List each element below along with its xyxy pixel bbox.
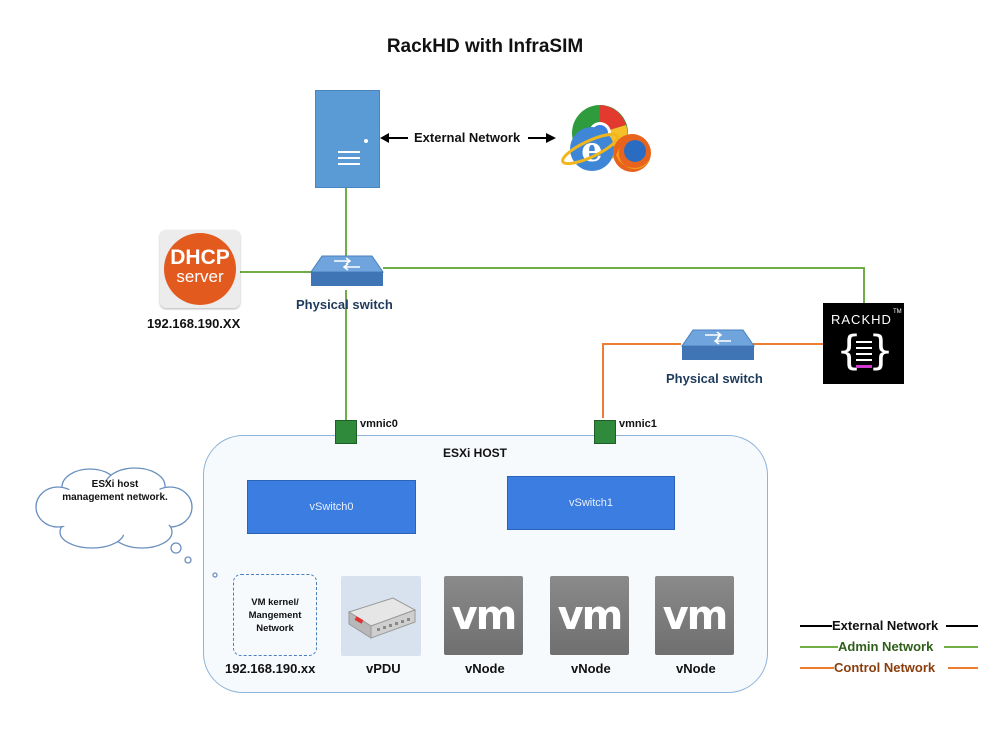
diagram-title: RackHD with InfraSIM [386,36,584,57]
vm-icon: vm [550,576,629,655]
vswitch1: vSwitch1 [507,476,675,530]
browsers-icon: e [561,105,651,172]
legend-external: External Network [832,618,939,633]
vmkernel-ip-label: 192.168.190.xx [225,661,316,676]
physical-switch-label-2: Physical switch [666,371,763,386]
legend-admin: Admin Network [838,639,934,654]
external-network-label: External Network [414,130,521,145]
rackhd-logo: RACKHD TM { } [823,303,904,384]
dhcp-server-icon: DHCP server [160,230,240,308]
vnode-label-1: vNode [465,661,505,676]
dhcp-text: DHCP [170,246,230,269]
vmkernel-box: VM kernel/ Mangement Network [233,574,317,656]
vm-icon: vm [655,576,734,655]
vpdu-label: vPDU [366,661,401,676]
pdu-device-icon [341,576,421,656]
vmkernel-text: VM kernel/ Mangement Network [248,596,302,634]
legend-control: Control Network [834,660,936,675]
server-icon [315,90,380,188]
vnode-label-3: vNode [676,661,716,676]
nic-card-icon [594,420,616,444]
network-switch-icon [310,255,384,286]
cloud-text: ESXi host management network. [62,479,168,503]
rackhd-tm: TM [893,309,902,315]
physical-switch-label-1: Physical switch [296,297,393,312]
vmnic1-label: vmnic1 [619,418,657,430]
vm-icon: vm [444,576,523,655]
vswitch0: vSwitch0 [247,480,416,534]
nic-card-icon [335,420,357,444]
vnode-label-2: vNode [571,661,611,676]
dhcp-ip-label: 192.168.190.XX [147,316,241,331]
esxi-host-label: ESXi HOST [443,446,508,460]
rackhd-text: RACKHD [831,312,892,327]
network-switch-icon [681,329,755,360]
server-text: server [176,267,224,286]
thought-cloud [35,467,218,578]
vmnic0-label: vmnic0 [360,418,398,430]
